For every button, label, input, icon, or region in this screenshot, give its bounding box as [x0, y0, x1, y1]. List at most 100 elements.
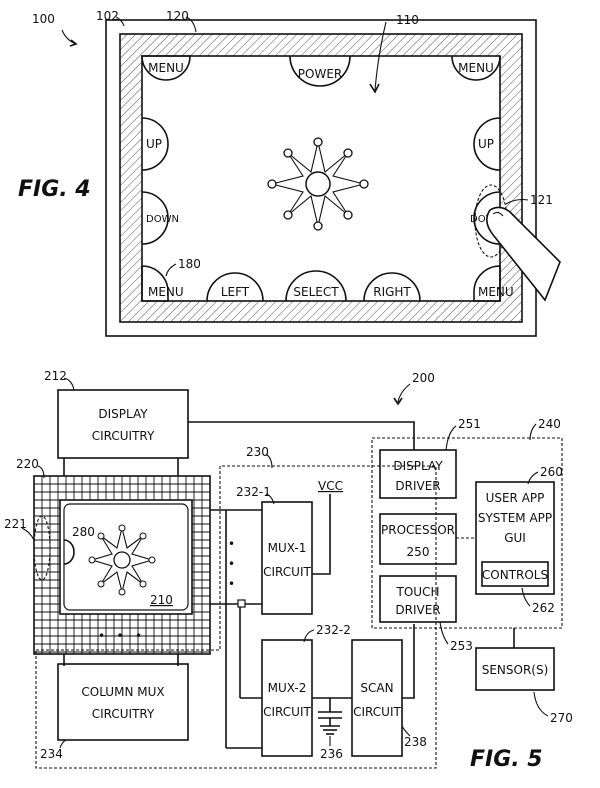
ref-scan-leader: [401, 725, 411, 737]
star-icon: [267, 137, 369, 231]
menu-top-left-label: MENU: [148, 61, 184, 75]
mux-group-boundary: [35, 465, 437, 769]
display-circuitry-block: [57, 389, 189, 459]
ref-mux2: 232-2: [316, 623, 351, 637]
host-boundary: [371, 437, 563, 629]
up-button-right[interactable]: [473, 117, 501, 171]
capacitor-icon: [312, 697, 352, 735]
svg-text:•: •: [228, 557, 235, 571]
apps-line2: SYSTEM APP: [478, 511, 552, 525]
up-left-label: UP: [146, 137, 162, 151]
ref-display-circ-leader: [63, 377, 75, 391]
ref-menu-leader: [165, 263, 177, 277]
left-label: LEFT: [221, 285, 250, 299]
column-mux-block: [57, 663, 189, 741]
fig5: 200 DISPLAY CIRCUITRY 212 220 221: [4, 369, 573, 772]
right-label: RIGHT: [373, 285, 411, 299]
fig5-caption: FIG. 5: [470, 747, 543, 772]
mux2-line1: MUX-2: [268, 681, 307, 695]
menu-button-bottom-right[interactable]: [473, 265, 501, 302]
column-mux-line2: CIRCUITRY: [92, 707, 155, 721]
ref-screen-leader: [374, 21, 387, 91]
ref-display-circ: 212: [44, 369, 67, 383]
display-link: [188, 421, 415, 450]
ref-screen-210: 210: [150, 593, 173, 607]
ref-cap: 236: [320, 747, 343, 761]
left-button[interactable]: [206, 272, 264, 302]
ref-touch-221: 221: [4, 517, 27, 531]
panel-star-icon: [88, 524, 156, 596]
ref-col-mux-leader: [59, 739, 67, 749]
ref-frame: 102: [96, 9, 119, 23]
ref-system-leader: [397, 383, 411, 403]
select-button[interactable]: [285, 270, 347, 302]
ref-host: 240: [538, 417, 561, 431]
fig4: 100 102 120 110 MENU POWER MENU UP UP DO…: [18, 9, 561, 337]
ref-panel: 220: [16, 457, 39, 471]
menu-button-bottom-left[interactable]: [141, 265, 169, 302]
up-button-left[interactable]: [141, 117, 169, 171]
ref-touch-leader: [505, 198, 529, 205]
ref-system-arrow: [393, 397, 403, 406]
vcc-label: VCC: [318, 479, 343, 493]
column-mux-line1: COLUMN MUX: [81, 685, 164, 699]
ref-apps: 260: [540, 465, 563, 479]
ref-bezel: 120: [166, 9, 189, 23]
device-frame: [105, 19, 537, 337]
ref-screen-arrow: [369, 83, 380, 94]
processor-line2: 250: [407, 545, 430, 559]
panel-button-280: [63, 539, 75, 565]
processor-line1: PROCESSOR: [381, 523, 455, 537]
menu-button-top-left[interactable]: [141, 55, 191, 81]
controls-block: [481, 561, 549, 587]
touch-driver-block: [379, 575, 457, 623]
ref-frame-leader: [115, 16, 125, 27]
scan-line2: CIRCUIT: [353, 705, 401, 719]
ref-sensor-leader: [533, 691, 549, 717]
menu-button-top-right[interactable]: [451, 55, 501, 81]
ref-host-leader: [529, 423, 537, 441]
ref-scan: 238: [404, 735, 427, 749]
switch-node: [237, 599, 246, 608]
sensor-label: SENSOR(S): [482, 663, 549, 677]
ref-touch-drv: 253: [450, 639, 473, 653]
finger-icon: [486, 206, 561, 302]
controls-label: CONTROLS: [482, 568, 548, 582]
menu-bottom-left-label: MENU: [148, 285, 184, 299]
mux2-block: [261, 639, 313, 757]
display-circuitry-line1: DISPLAY: [98, 407, 148, 421]
display-driver-line2: DRIVER: [395, 479, 440, 493]
display-driver-block: [379, 449, 457, 499]
mux2-line2: CIRCUIT: [263, 705, 311, 719]
ref-drv: 251: [458, 417, 481, 431]
ref-device: 100: [32, 12, 55, 26]
scan-link: [402, 624, 415, 699]
ref-menu: 180: [178, 257, 201, 271]
apps-block: [475, 481, 555, 595]
apps-line1: USER APP: [486, 491, 545, 505]
right-button[interactable]: [363, 272, 421, 302]
fig4-caption: FIG. 4: [18, 177, 91, 202]
ref-bezel-leader: [185, 16, 197, 33]
svg-text:•: •: [228, 577, 235, 591]
processor-block: [379, 513, 457, 565]
row-dots: •: [228, 537, 235, 551]
apps-line3: GUI: [504, 531, 526, 545]
ref-controls: 262: [532, 601, 555, 615]
ref-touch-drv-leader: [439, 621, 449, 645]
menu-bottom-right-label: MENU: [478, 285, 514, 299]
ref-touch: 121: [530, 193, 553, 207]
sensor-block: [475, 647, 555, 691]
ref-apps-leader: [527, 471, 539, 485]
touch-region-221: [33, 515, 51, 581]
down-button-right[interactable]: [473, 191, 501, 245]
ref-icon: 280: [72, 525, 95, 539]
ref-mux1: 232-1: [236, 485, 271, 499]
ref-mux-group: 230: [246, 445, 269, 459]
power-label: POWER: [298, 67, 342, 81]
scan-line1: SCAN: [360, 681, 393, 695]
down-button-left[interactable]: [141, 191, 169, 245]
power-button[interactable]: [289, 55, 351, 87]
ref-system: 200: [412, 371, 435, 385]
